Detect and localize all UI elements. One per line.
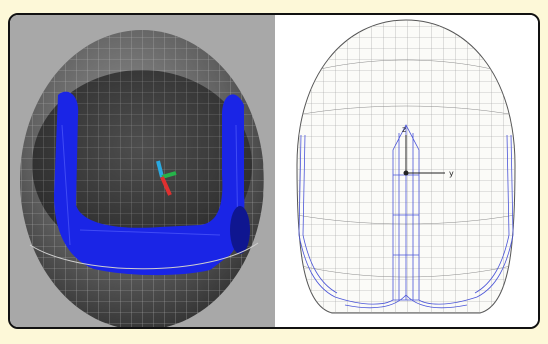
y-axis-label: y — [449, 169, 454, 178]
wireframe-svg: z y — [296, 19, 516, 314]
figure-frame: z y — [8, 13, 540, 329]
axis-indicator: z y — [402, 125, 454, 178]
z-axis-label: z — [402, 125, 406, 134]
blue-u-shape — [54, 91, 245, 276]
solid-render-svg — [20, 30, 264, 327]
axis-triad-icon — [156, 160, 177, 196]
blue-wire-structure — [298, 124, 514, 309]
wireframe-view: z y — [275, 15, 538, 327]
solid-render-view — [10, 15, 275, 327]
